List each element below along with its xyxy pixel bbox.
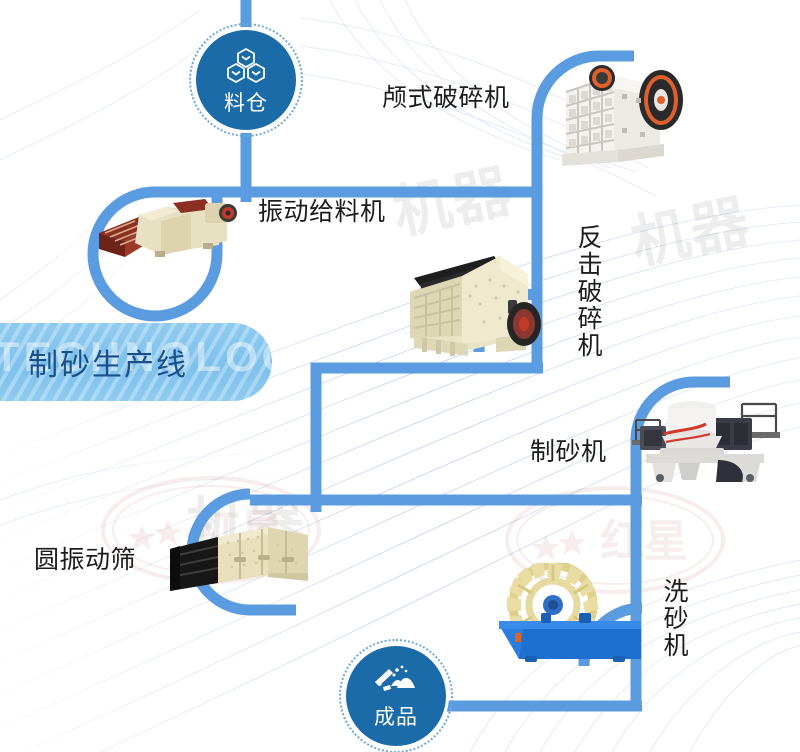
machine-label-jaw-crusher: 颅式破碎机 [382,84,510,112]
connector-impact-to-screen [310,362,543,512]
sand-washer-icon [495,563,645,667]
connector-feeder-loop [87,186,246,322]
node-badge-finished-product[interactable]: 成品 [339,639,453,752]
machine-label-impact-crusher: 反击破碎机 [574,224,602,359]
production-line-title-badge: TECHNOLOGY 制砂生产线 [0,323,272,401]
page-title: 制砂生产线 [28,349,188,382]
impact-crusher-icon [400,252,548,362]
machine-label-vibrating-feeder: 振动给料机 [258,198,386,226]
vibrating-screen-icon [168,517,316,599]
machine-label-vibrating-screen: 圆振动筛 [34,546,137,574]
svg-text:红星: 红星 [600,517,688,566]
node-badge-feed-bin[interactable]: 料仓 [189,23,303,137]
vibrating-feeder-icon [95,185,245,270]
hexagon-bins-icon [224,47,268,90]
node-label-finished-product: 成品 [374,705,418,729]
node-label-feed-bin: 料仓 [224,91,268,115]
watermark-stamp: 红星 [505,486,725,594]
connector-jaw-loop [531,50,634,198]
machine-label-sand-washer: 洗砂机 [660,578,688,659]
title-watermark-text: TECHNOLOGY [0,333,272,380]
jaw-crusher-icon [556,50,688,170]
sand-pile-icon [373,665,419,704]
machine-label-sand-maker: 制砂机 [530,438,607,466]
sand-maker-icon [630,390,782,490]
